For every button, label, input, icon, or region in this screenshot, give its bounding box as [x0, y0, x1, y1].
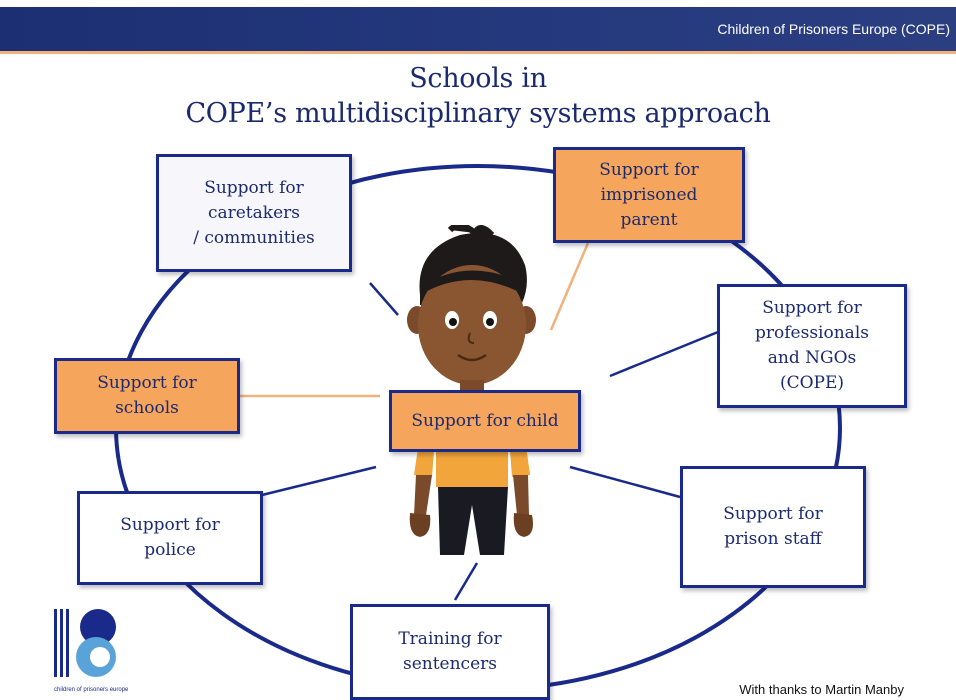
node-professionals: Support for professionals and NGOs (COPE… — [717, 284, 907, 408]
connector-police — [261, 465, 377, 497]
node-caretakers: Support for caretakers / communities — [156, 154, 352, 272]
header-org-name: Children of Prisoners Europe (COPE) — [717, 21, 950, 37]
header-bar: Children of Prisoners Europe (COPE) — [0, 7, 956, 54]
connector-caretakers — [369, 282, 399, 316]
connector-professionals — [609, 330, 719, 378]
node-prison-staff: Support for prison staff — [680, 466, 866, 588]
slide-title-line1: Schools in — [409, 63, 547, 94]
cope-logo-icon: children of prisoners europe — [54, 609, 129, 693]
slide-title-line2: COPE’s multidisciplinary systems approac… — [185, 98, 771, 129]
connector-imprisoned-parent — [549, 242, 590, 331]
connector-sentencers — [453, 562, 479, 601]
node-police: Support for police — [77, 491, 263, 585]
footer-credit: With thanks to Martin Manby — [739, 682, 904, 697]
connector-prison-staff — [569, 465, 681, 499]
node-child: Support for child — [389, 390, 581, 452]
node-sentencers: Training for sentencers — [350, 604, 550, 700]
logo-caption: children of prisoners europe — [54, 687, 129, 693]
node-imprisoned-parent: Support for imprisoned parent — [553, 147, 745, 243]
node-schools: Support for schools — [54, 358, 240, 434]
